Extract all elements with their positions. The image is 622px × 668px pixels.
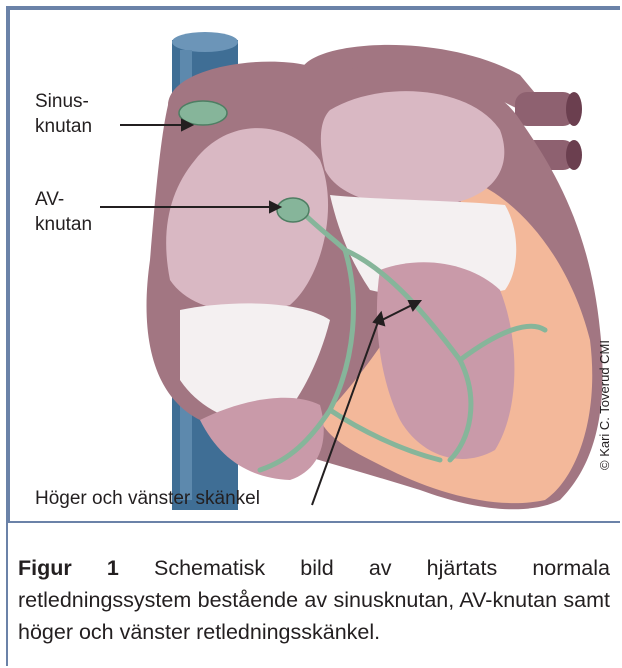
label-sinus-line1: Sinus- (35, 89, 125, 114)
label-av-node: AV- knutan (35, 187, 125, 237)
label-sinus-line2: knutan (35, 114, 125, 139)
heart-diagram (0, 0, 622, 525)
label-av-line1: AV- (35, 187, 125, 212)
figure-caption: Figur 1 Schematisk bild av hjärtats norm… (18, 552, 610, 648)
av-node (277, 198, 309, 222)
label-bundle-branches: Höger och vänster skänkel (35, 486, 260, 511)
label-sinus-node: Sinus- knutan (35, 89, 125, 139)
label-av-line2: knutan (35, 212, 125, 237)
image-credit: © Kari C. Toverud CMI (597, 340, 612, 470)
caption-prefix: Figur 1 (18, 556, 119, 580)
